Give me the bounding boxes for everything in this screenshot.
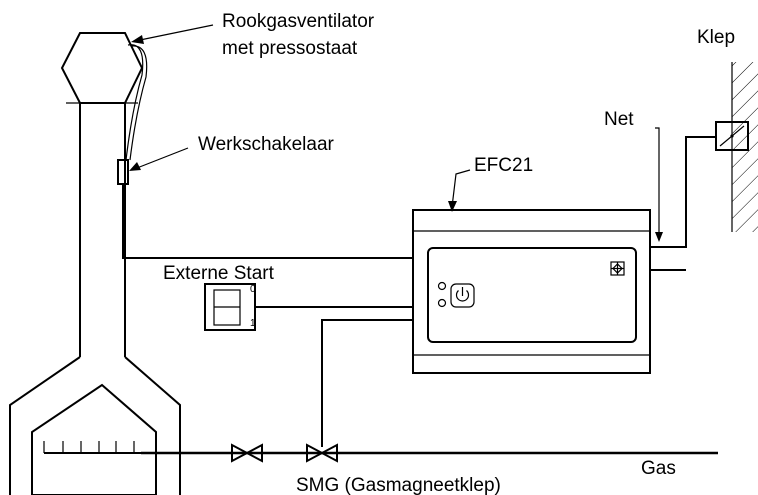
fan-label-line-2: met pressostaat	[222, 38, 358, 59]
operating-switch	[117, 159, 129, 185]
mains-label: Net	[604, 109, 634, 130]
damper-label: Klep	[697, 27, 735, 48]
chimney	[9, 103, 181, 495]
leader-arrows	[129, 24, 663, 242]
external-switch-on-label: 0	[250, 284, 256, 295]
external-start-label: Externe Start	[163, 263, 275, 284]
fan-label-line-1: Rookgasventilator	[222, 11, 375, 32]
manual-gas-valve	[231, 443, 263, 463]
flue-fan	[60, 32, 144, 104]
external-switch-off-label: 1	[250, 318, 256, 329]
wiring	[122, 136, 718, 455]
external-start-switch	[204, 283, 256, 331]
controller-label: EFC21	[474, 155, 533, 176]
power-icon[interactable]	[450, 283, 475, 308]
burner	[43, 441, 141, 454]
switch-label: Werkschakelaar	[198, 134, 335, 155]
status-led-2	[437, 298, 447, 308]
gas-label: Gas	[641, 458, 676, 479]
damper-indicator-icon	[610, 261, 625, 276]
gas-valve-label: SMG (Gasmagneetklep)	[296, 475, 501, 495]
efc21-controller	[412, 209, 651, 374]
gas-solenoid-valve	[306, 443, 338, 463]
status-led-1	[437, 281, 447, 291]
boiler-firebox	[31, 383, 157, 495]
wall-hatch	[731, 62, 758, 232]
